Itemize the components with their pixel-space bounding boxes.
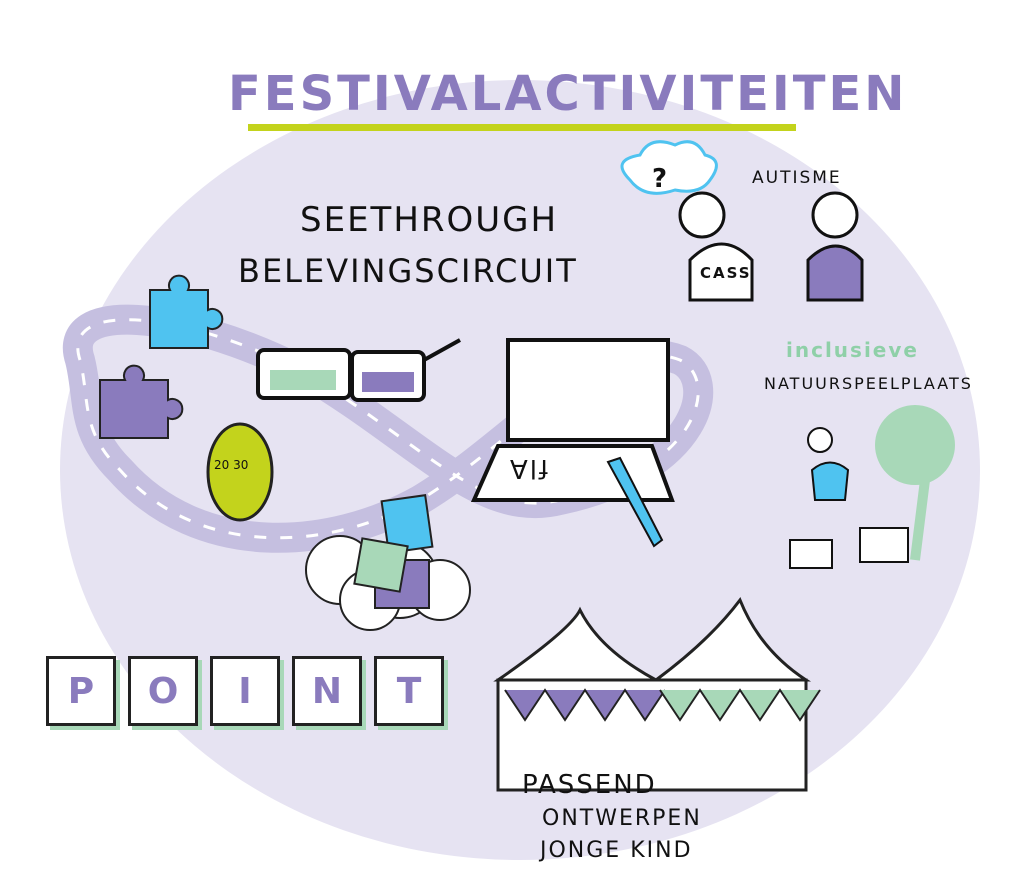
point-tile-n: N (292, 656, 362, 726)
point-tile-t: T (374, 656, 444, 726)
cass-head (678, 191, 726, 239)
thought-cloud (620, 140, 718, 195)
stump-1 (789, 539, 833, 569)
question-mark: ? (652, 164, 670, 194)
title-underline (248, 124, 796, 131)
cass-label: CASS (700, 264, 752, 282)
timer-egg (206, 422, 274, 522)
pen-icon (606, 456, 664, 548)
point-tile-o: O (128, 656, 198, 726)
seethrough-title: SEETHROUGH (300, 200, 559, 240)
angry-head (811, 191, 859, 239)
page-title: FESTIVALACTIVITEITEN (228, 66, 908, 122)
cass-body (688, 242, 754, 302)
laptop-base (470, 444, 675, 502)
timer-text: 20 30 (214, 458, 249, 472)
angry-body (806, 244, 864, 302)
child-head (807, 427, 833, 453)
stump-2 (859, 527, 909, 563)
puzzle-piece-blue (149, 274, 224, 349)
child-body (810, 461, 850, 501)
inclusive-label: inclusieve (786, 338, 919, 362)
note-blue (380, 494, 434, 554)
tablet-text: flA (508, 453, 549, 483)
glasses (256, 338, 461, 402)
autism-label: AUTISME (752, 168, 842, 188)
tent-label-line3: JONGE KIND (540, 838, 693, 863)
tree-icon (910, 479, 930, 561)
seethrough-subtitle: BELEVINGSCIRCUIT (238, 252, 578, 290)
laptop-screen (506, 338, 670, 442)
point-tile-p: P (46, 656, 116, 726)
note-green (353, 537, 409, 593)
puzzle-piece-purple (99, 364, 184, 439)
tent-label-line1: PASSEND (522, 770, 657, 800)
nature-playground-label: NATUURSPEELPLAATS (764, 374, 973, 393)
point-tile-i: I (210, 656, 280, 726)
festival-tent (493, 596, 821, 792)
tent-label-line2: ONTWERPEN (542, 806, 702, 831)
